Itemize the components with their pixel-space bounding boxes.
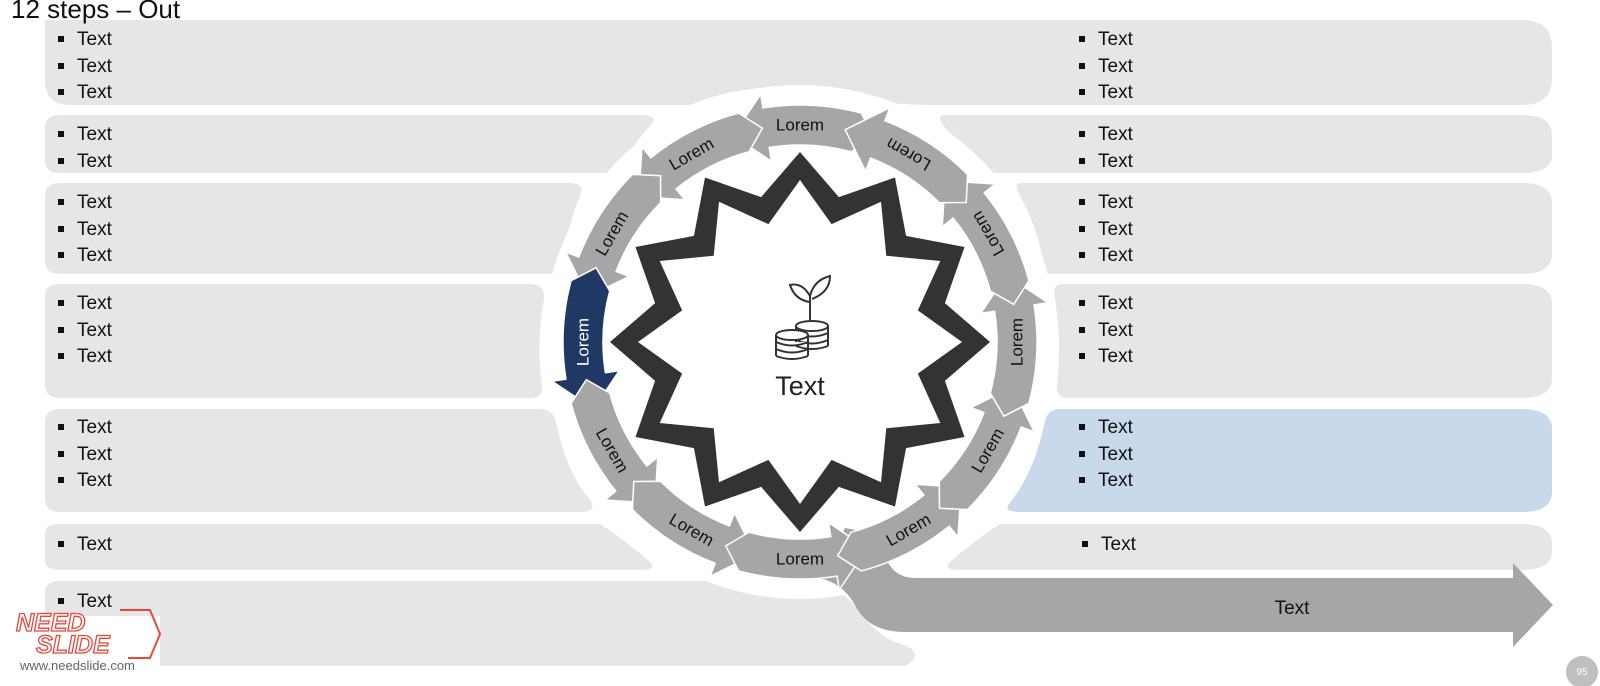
step-label: Lorem — [1008, 318, 1027, 366]
bullet-item: Text — [1079, 80, 1133, 107]
bullet-item: Text — [58, 415, 112, 442]
bullet-item: Text — [58, 318, 112, 345]
step-label: Lorem — [776, 550, 824, 569]
bullet-item: Text — [1079, 468, 1133, 495]
bullet-item: Text — [58, 217, 112, 244]
step-arrow — [979, 273, 1050, 418]
step-arrow — [637, 112, 764, 201]
bullet-item: Text — [1082, 532, 1136, 559]
bullet-item: Text — [58, 80, 112, 107]
center-star — [610, 152, 990, 532]
bullet-item: Text — [58, 291, 112, 318]
right-panel-3 — [1016, 183, 1552, 274]
step-arrow — [938, 386, 1036, 511]
left-panel-3 — [45, 183, 582, 274]
bullet-item: Text — [58, 468, 112, 495]
out-arrow-label: Text — [1275, 598, 1311, 619]
bullet-item: Text — [1079, 27, 1133, 54]
right-panel-4 — [1054, 284, 1552, 398]
right-bullet-list-6: Text — [1082, 532, 1136, 559]
left-bullet-list-7: Text — [58, 589, 112, 616]
left-panel-1 — [45, 20, 1552, 105]
bullet-item: Text — [58, 27, 112, 54]
bullet-item: Text — [1079, 190, 1133, 217]
step-arrow — [564, 173, 662, 298]
right-panel-2 — [940, 115, 1552, 173]
step-arrow — [731, 92, 876, 163]
bullet-item: Text — [58, 149, 112, 176]
right-panel-6 — [947, 524, 1552, 570]
bullet-item: Text — [1079, 291, 1133, 318]
coins-plant-icon — [775, 274, 832, 360]
bullet-item: Text — [58, 589, 112, 616]
bullet-item: Text — [58, 344, 112, 371]
needslide-logo: NEED SLIDE — [15, 608, 162, 660]
left-panel-5 — [45, 409, 593, 512]
bullet-item: Text — [58, 122, 112, 149]
bullet-item: Text — [1079, 122, 1133, 149]
step-ring: LoremLoremLoremLoremLoremLoremLoremLorem… — [550, 92, 1050, 592]
left-bullet-list-6: Text — [58, 532, 112, 559]
bullet-item: Text — [1079, 415, 1133, 442]
step-arrow — [631, 480, 756, 578]
page-number: 95 — [1576, 667, 1588, 678]
step-arrow — [941, 179, 1030, 306]
bullet-item: Text — [1079, 54, 1133, 81]
logo-line1: NEED — [16, 609, 85, 637]
out-arrow: Text — [818, 528, 1553, 647]
footer-url: www.needslide.com — [20, 658, 135, 673]
step-arrow — [724, 521, 869, 592]
bullet-item: Text — [1079, 217, 1133, 244]
slide-title: 12 steps – Out — [11, 0, 181, 24]
bullet-item: Text — [58, 532, 112, 559]
center-label: Text — [775, 371, 825, 401]
step-arrow — [836, 483, 963, 572]
bullet-item: Text — [1079, 243, 1133, 270]
left-panel-6 — [45, 524, 653, 570]
left-panel-4 — [45, 284, 545, 398]
bullet-item: Text — [58, 243, 112, 270]
step-label: Lorem — [776, 116, 824, 135]
left-panel-2 — [45, 115, 654, 173]
star-frame — [610, 152, 990, 532]
step-arrow — [570, 378, 659, 505]
bullet-item: Text — [58, 190, 112, 217]
step-arrow — [844, 106, 969, 204]
bullet-item: Text — [1079, 149, 1133, 176]
logo-line2: SLIDE — [36, 631, 111, 659]
page-number-badge — [1566, 656, 1598, 686]
bullet-item: Text — [58, 54, 112, 81]
bullet-item: Text — [1079, 318, 1133, 345]
step-label: Lorem — [574, 318, 593, 366]
out-arrow-body — [818, 528, 1553, 647]
step-arrow-highlighted — [550, 266, 621, 411]
left-panel-7 — [45, 581, 915, 666]
bullet-item: Text — [1079, 344, 1133, 371]
bullet-item: Text — [1079, 442, 1133, 469]
right-panel-5-highlight — [1007, 409, 1552, 512]
bullet-item: Text — [58, 442, 112, 469]
